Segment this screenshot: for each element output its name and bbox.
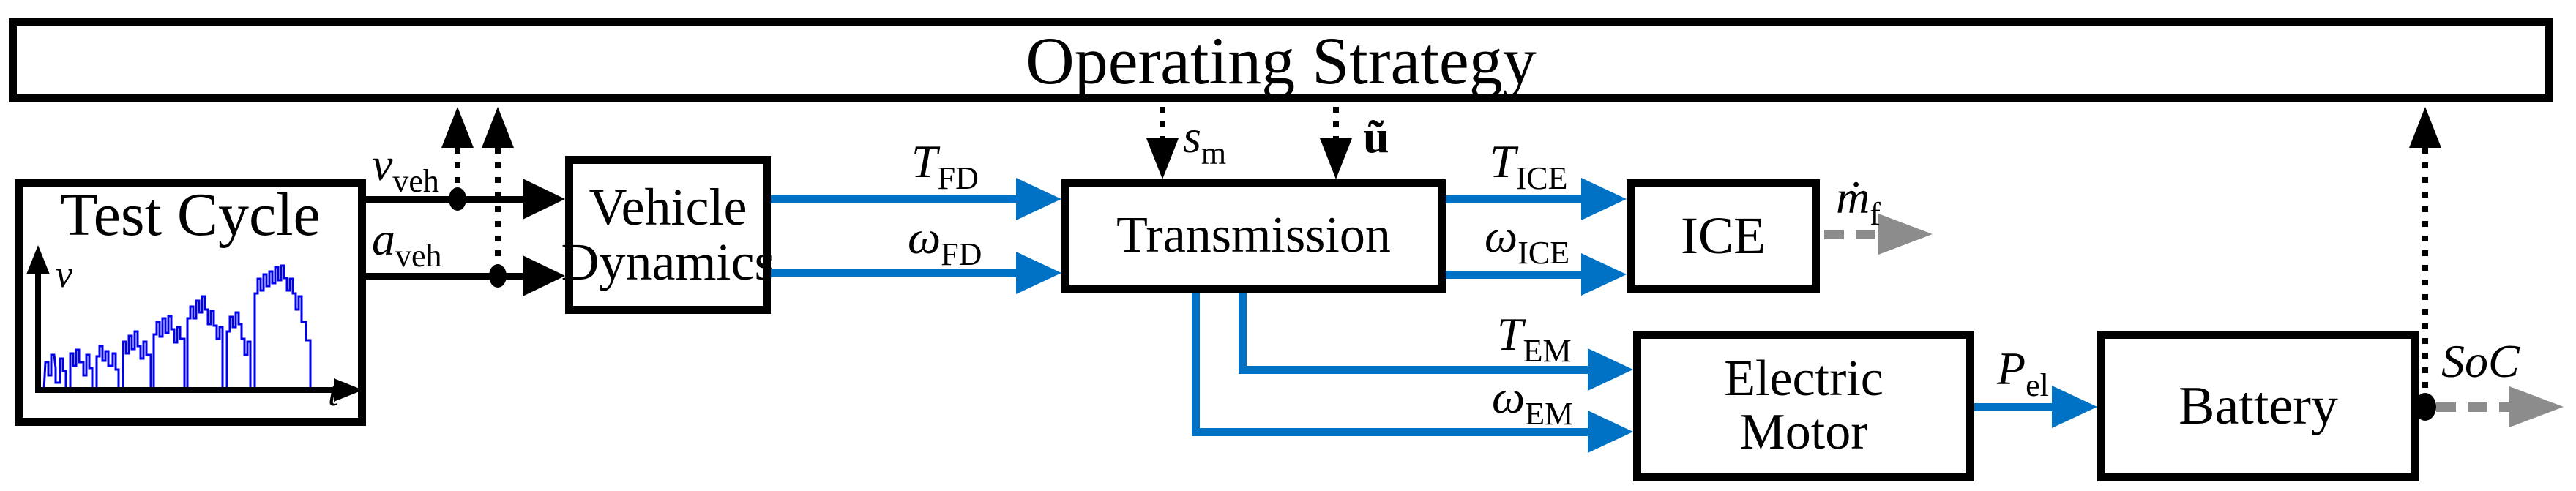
s-m-label: sm	[1183, 110, 1226, 170]
t-em-subscript: EM	[1523, 333, 1572, 369]
t-em-line	[1239, 366, 1590, 374]
p-el-subscript: el	[2026, 367, 2049, 403]
operating-strategy-label: Operating Strategy	[1026, 23, 1537, 98]
omega-fd-arrowhead	[1016, 252, 1061, 294]
soc-junction-dot	[2414, 393, 2436, 421]
s-m-arrowhead	[1146, 138, 1179, 179]
t-fd-label: TFD	[911, 135, 979, 195]
a-veh-label: aveh	[372, 213, 442, 272]
operating-strategy-box: Operating Strategy	[9, 18, 2553, 102]
drive-cycle-trace	[42, 264, 312, 391]
ice-label: ICE	[1681, 206, 1766, 266]
m-dot-f-subscript: f	[1870, 196, 1881, 232]
drive-cycle-plot	[26, 245, 363, 402]
t-em-symbol: T	[1497, 308, 1523, 360]
s-m-subscript: m	[1201, 135, 1227, 171]
t-fd-symbol: T	[911, 135, 938, 187]
soc-label: SoC	[2441, 335, 2520, 387]
test-cycle-box	[15, 179, 366, 426]
transmission-box: Transmission	[1061, 179, 1446, 293]
plot-y-axis-label: v	[56, 254, 73, 296]
a-veh-arrowhead	[523, 255, 565, 296]
v-veh-label: vveh	[372, 138, 439, 198]
omega-ice-symbol: ω	[1485, 210, 1518, 262]
vehicle-dynamics-box: Vehicle Dynamics	[561, 156, 774, 314]
p-el-arrowhead	[2052, 386, 2097, 428]
a-veh-feedback-arrowhead	[482, 107, 514, 148]
omega-fd-symbol: ω	[908, 211, 941, 263]
soc-feedback-arrowhead	[2409, 107, 2441, 148]
m-dot-f-arrowhead	[1878, 214, 1933, 255]
omega-ice-subscript: ICE	[1517, 235, 1570, 271]
plot-x-axis-label: t	[328, 372, 339, 414]
v-veh-subscript: veh	[392, 163, 439, 199]
v-veh-feedback-dotted-line	[455, 148, 460, 199]
plot-y-axis-arrowhead	[26, 245, 50, 274]
omega-ice-line	[1446, 271, 1585, 279]
omega-em-label: ωEM	[1492, 371, 1573, 430]
a-veh-symbol: a	[372, 213, 395, 265]
v-veh-feedback-arrowhead	[441, 107, 474, 148]
t-em-vertical-line	[1239, 293, 1247, 374]
omega-em-line	[1192, 428, 1590, 436]
omega-em-symbol: ω	[1492, 371, 1526, 423]
t-fd-line	[771, 195, 1020, 203]
soc-arrowhead	[2509, 386, 2564, 427]
t-fd-arrowhead	[1016, 178, 1061, 220]
t-ice-subscript: ICE	[1515, 160, 1568, 196]
u-tilde-arrowhead	[1320, 138, 1352, 179]
omega-em-vertical-line	[1192, 293, 1200, 436]
a-veh-line	[366, 273, 527, 280]
v-veh-symbol: v	[372, 138, 393, 190]
a-veh-feedback-dotted-line	[495, 148, 501, 276]
soc-feedback-dotted-line	[2422, 148, 2428, 393]
omega-em-subscript: EM	[1525, 396, 1574, 432]
m-dot-f-symbol: ṁ	[1836, 171, 1870, 223]
plot-x-axis-arrowhead	[334, 378, 363, 402]
u-tilde-label: ũ	[1363, 110, 1389, 162]
transmission-label: Transmission	[1116, 207, 1391, 264]
s-m-dotted-line	[1160, 107, 1165, 139]
u-tilde-dotted-line	[1333, 107, 1339, 139]
omega-fd-subscript: FD	[941, 236, 982, 272]
omega-em-arrowhead	[1588, 411, 1633, 453]
omega-fd-label: ωFD	[908, 211, 982, 271]
vehicle-dynamics-label-line2: Dynamics	[561, 233, 775, 291]
t-ice-label: TICE	[1490, 135, 1567, 195]
v-veh-line	[366, 196, 527, 203]
t-ice-symbol: T	[1490, 135, 1516, 187]
m-dot-f-dashed-line	[1824, 230, 1883, 239]
a-veh-subscript: veh	[395, 238, 442, 274]
t-ice-arrowhead	[1581, 178, 1627, 220]
omega-fd-line	[771, 269, 1020, 277]
t-em-label: TEM	[1497, 308, 1572, 367]
omega-ice-label: ωICE	[1485, 210, 1569, 269]
t-ice-line	[1446, 195, 1585, 203]
v-veh-arrowhead	[523, 179, 565, 220]
omega-ice-arrowhead	[1581, 253, 1627, 296]
electric-motor-label-line2: Motor	[1739, 404, 1868, 460]
battery-label: Battery	[2179, 375, 2338, 436]
ice-box: ICE	[1627, 179, 1820, 293]
t-fd-subscript: FD	[937, 160, 979, 196]
electric-motor-box: Electric Motor	[1633, 331, 1974, 481]
m-dot-f-label: ṁf	[1836, 171, 1881, 230]
test-cycle-label: Test Cycle	[60, 181, 321, 249]
vehicle-dynamics-label-line1: Vehicle	[589, 178, 747, 237]
p-el-label: Pel	[1997, 342, 2049, 402]
t-em-arrowhead	[1588, 348, 1633, 391]
battery-box: Battery	[2097, 331, 2419, 481]
p-el-symbol: P	[1997, 342, 2026, 394]
p-el-line	[1974, 403, 2055, 411]
electric-motor-label-line1: Electric	[1724, 351, 1884, 408]
soc-dashed-line	[2436, 402, 2512, 412]
s-m-symbol: s	[1183, 110, 1201, 162]
